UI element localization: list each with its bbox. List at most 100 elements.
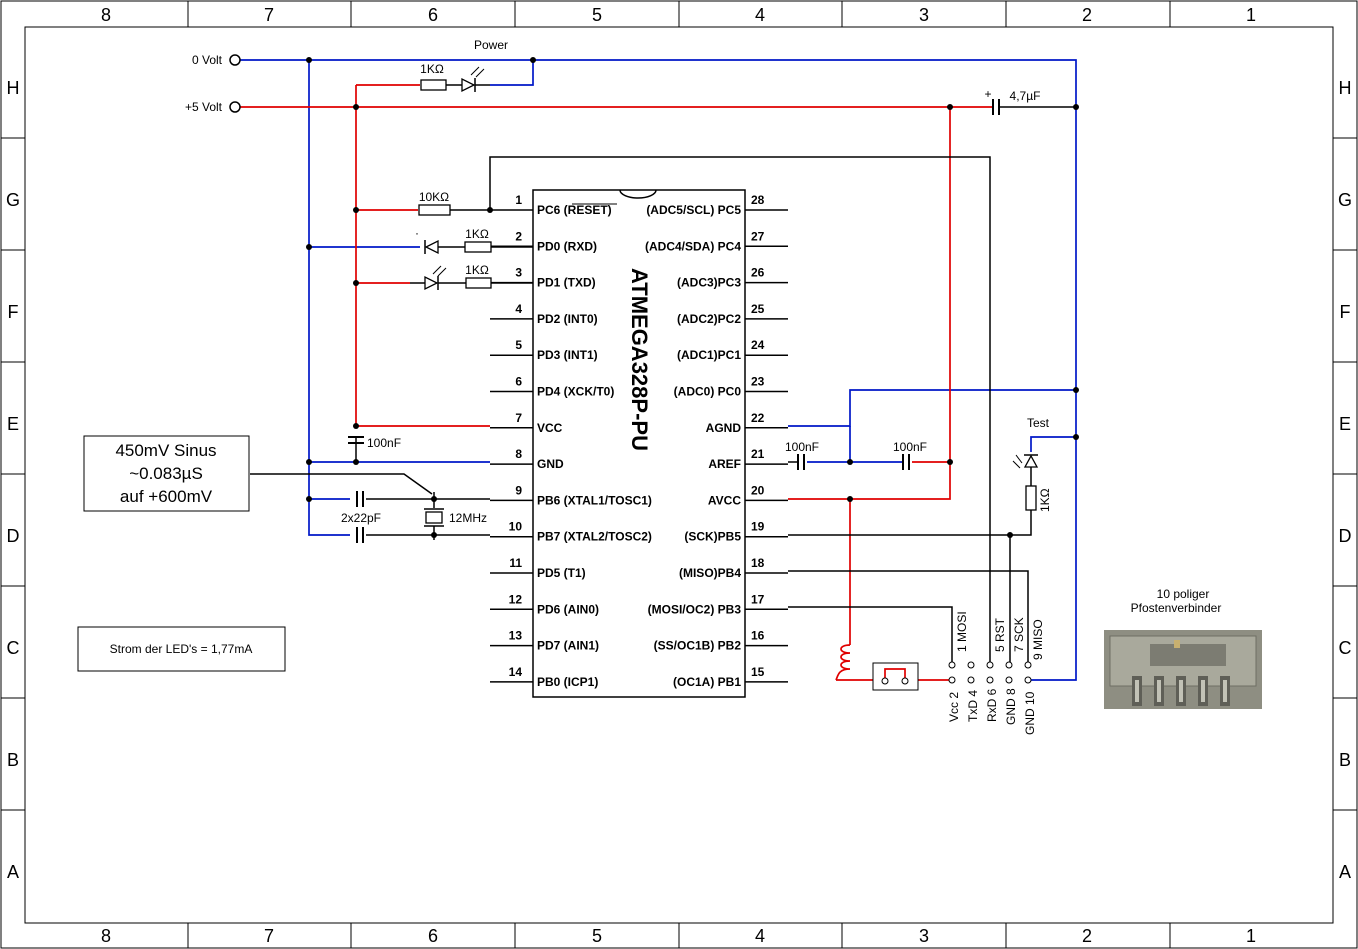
pin-label: (ADC5/SCL) PC5 xyxy=(646,203,741,217)
junction-dot xyxy=(353,423,359,429)
isp-pin-circles xyxy=(948,661,1032,684)
row-label: B xyxy=(7,750,19,770)
pin-number: 28 xyxy=(751,193,765,207)
cap-vcc: 100nF xyxy=(348,436,401,450)
junction-dot xyxy=(947,104,953,110)
pin-number: 27 xyxy=(751,229,765,243)
pin-label: PB7 (XTAL2/TOSC2) xyxy=(537,530,652,544)
col-label: 5 xyxy=(592,5,602,25)
isp-pin-top: 5 RST xyxy=(993,617,1007,652)
crystal-caps: 2x22pF xyxy=(341,491,381,543)
pin-number: 5 xyxy=(515,338,522,352)
pin-number: 12 xyxy=(509,592,523,606)
junction-dots xyxy=(306,57,1079,538)
column-labels-top: 8 7 6 5 4 3 2 1 xyxy=(101,5,1256,25)
c-vcc-label: 100nF xyxy=(367,436,401,450)
isp-pin-circle xyxy=(948,661,956,669)
pin-number: 4 xyxy=(515,302,522,316)
junction-dot xyxy=(530,57,536,63)
pin-label: PD6 (AIN0) xyxy=(537,602,599,616)
row-labels-right: H G F E D C B A xyxy=(1338,78,1352,882)
junction-dot xyxy=(1007,532,1013,538)
isp-pin-bottom: RxD 6 xyxy=(985,688,999,722)
row-label: G xyxy=(6,190,20,210)
junction-dot xyxy=(353,280,359,286)
isp-pin-circle xyxy=(1024,661,1032,669)
isp-pin-bottom: GND 8 xyxy=(1004,688,1018,725)
pin-label: (MISO)PB4 xyxy=(679,566,741,580)
pin-number: 17 xyxy=(751,592,765,606)
test-label: Test xyxy=(1027,416,1050,430)
pin-number: 18 xyxy=(751,556,765,570)
pin-label: PB6 (XTAL1/TOSC1) xyxy=(537,493,652,507)
led-power xyxy=(461,77,476,93)
col-label: 8 xyxy=(101,5,111,25)
pin-label: GND xyxy=(537,457,564,471)
res-power-label: 1KΩ xyxy=(420,62,444,76)
chip-body xyxy=(532,189,746,698)
signal-line1: 450mV Sinus xyxy=(115,441,216,460)
row-label: E xyxy=(1339,414,1351,434)
pin-label: (SCK)PB5 xyxy=(684,530,741,544)
col-label: 1 xyxy=(1246,926,1256,946)
row-label: G xyxy=(1338,190,1352,210)
connector-title-1: 10 poliger xyxy=(1157,587,1210,601)
connector-title-2: Pfostenverbinder xyxy=(1131,601,1222,615)
pin-label: AVCC xyxy=(708,493,741,507)
junction-dot xyxy=(306,244,312,250)
pin-label: (ADC3)PC3 xyxy=(677,276,741,290)
pin-label: PD1 (TXD) xyxy=(537,276,596,290)
row-label: F xyxy=(8,302,19,322)
pin-label: PC6 (RESET) xyxy=(537,203,612,217)
row-label: A xyxy=(7,862,19,882)
power-terminals: 0 Volt +5 Volt xyxy=(185,53,241,114)
col-label: 7 xyxy=(264,5,274,25)
atmega-chip: ATMEGA328P-PU xyxy=(532,189,746,698)
col-label: 4 xyxy=(755,5,765,25)
pin-label: PB0 (ICP1) xyxy=(537,675,598,689)
row-label: A xyxy=(1339,862,1351,882)
chip-notch xyxy=(619,189,657,199)
signal-line3: auf +600mV xyxy=(120,487,213,506)
row-labels-left: H G F E D C B A xyxy=(6,78,20,882)
pin-number: 9 xyxy=(515,483,522,497)
row-label: C xyxy=(1339,638,1352,658)
junction-dot xyxy=(1073,387,1079,393)
junction-dot xyxy=(947,459,953,465)
col-label: 3 xyxy=(919,926,929,946)
col-label: 1 xyxy=(1246,5,1256,25)
txd-led-circuit: 1KΩ xyxy=(410,263,533,291)
r-txd-label: 1KΩ xyxy=(465,263,489,277)
txd-led-rays xyxy=(432,265,447,277)
col-label: 4 xyxy=(755,926,765,946)
pin-label: AGND xyxy=(706,421,742,435)
signal-line2: ~0.083µS xyxy=(129,464,203,483)
isp-pin-top: 7 SCK xyxy=(1012,617,1026,652)
connector-photo: 10 poliger Pfostenverbinder xyxy=(1104,587,1262,709)
r-rxd-label: 1KΩ xyxy=(465,227,489,241)
column-labels-bottom: 8 7 6 5 4 3 2 1 xyxy=(101,926,1256,946)
isp-pin-circle xyxy=(1024,676,1032,684)
pin-label: (ADC1)PC1 xyxy=(677,348,741,362)
c-agnd-label: 100nF xyxy=(893,440,927,454)
pin-number: 2 xyxy=(515,229,522,243)
test-led-circuit: Test 1KΩ xyxy=(1012,416,1052,512)
pin-label: PD2 (INT0) xyxy=(537,312,598,326)
pin-number: 22 xyxy=(751,411,765,425)
signal-box: 450mV Sinus ~0.083µS auf +600mV xyxy=(83,435,250,512)
col-label: 5 xyxy=(592,926,602,946)
pin-number: 24 xyxy=(751,338,765,352)
power-led-label: Power xyxy=(474,38,508,52)
pin-number: 3 xyxy=(515,266,522,280)
isp-pin-bottom: TxD 4 xyxy=(966,690,980,722)
terminal-0v xyxy=(229,54,241,66)
col-label: 7 xyxy=(264,926,274,946)
isp-pin-circle xyxy=(986,661,994,669)
led-rays xyxy=(470,66,485,78)
pin-number: 10 xyxy=(509,520,523,534)
jumper xyxy=(872,662,919,691)
row-label: C xyxy=(7,638,20,658)
row-label: H xyxy=(7,78,20,98)
isp-pin-bottom: GND 10 xyxy=(1023,691,1037,735)
